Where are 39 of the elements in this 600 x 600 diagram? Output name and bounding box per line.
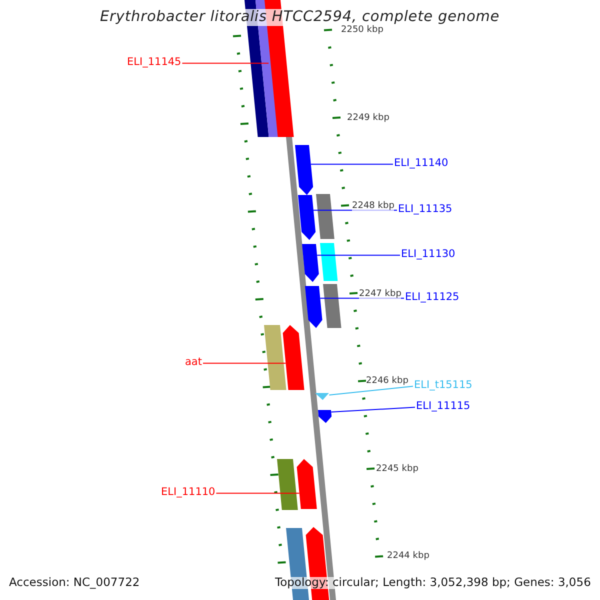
gene-label: ELI_11130 (401, 249, 456, 260)
gene-label: aat (185, 357, 202, 368)
gene-bar (264, 325, 286, 390)
accession-text: Accession: NC_007722 (9, 577, 140, 588)
gene-feature (315, 393, 330, 400)
gene-feature (305, 286, 324, 328)
gene-label: ELI_11145 (127, 57, 182, 68)
gene-bar (320, 243, 338, 281)
leader-line (202, 362, 286, 364)
diagram-title: Erythrobacter litoralis HTCC2594, complete genome (100, 9, 500, 26)
gene-label: ELI_11140 (394, 158, 448, 168)
gene-bar (323, 284, 342, 328)
scale-label: 2248 kbp (352, 202, 394, 211)
gene-feature (296, 459, 317, 509)
scale-label: 2244 kbp (387, 552, 430, 561)
gene-label: ELI_11110 (161, 487, 216, 498)
scale-label: 2249 kbp (347, 114, 390, 123)
gene-feature (282, 325, 304, 390)
gene-bar (277, 459, 298, 510)
scale-label: 2246 kbp (366, 377, 408, 386)
gene-bar (316, 194, 334, 239)
genome-info-text: Topology: circular; Length: 3,052,398 bp; Genes: 3,056 (275, 577, 591, 588)
gene-feature (298, 195, 316, 240)
scale-label: 2250 kbp (341, 26, 384, 35)
scale-label: 2247 kbp (359, 290, 402, 299)
leader-line (216, 492, 300, 494)
leader-line (310, 164, 394, 165)
gene-label: ELI_11125 (405, 292, 460, 302)
leader-line (316, 254, 400, 256)
gene-feature (318, 410, 332, 423)
gene-feature (302, 244, 320, 282)
gene-label: ELI_11135 (398, 204, 452, 214)
gene-label: ELI_11115 (416, 401, 470, 412)
gene-label: ELI_t15115 (414, 380, 472, 390)
leader-line (330, 406, 416, 412)
gene-feature (295, 145, 314, 195)
leader-line (182, 62, 270, 64)
leader-line (328, 386, 414, 396)
scale-label: 2245 kbp (376, 465, 418, 474)
